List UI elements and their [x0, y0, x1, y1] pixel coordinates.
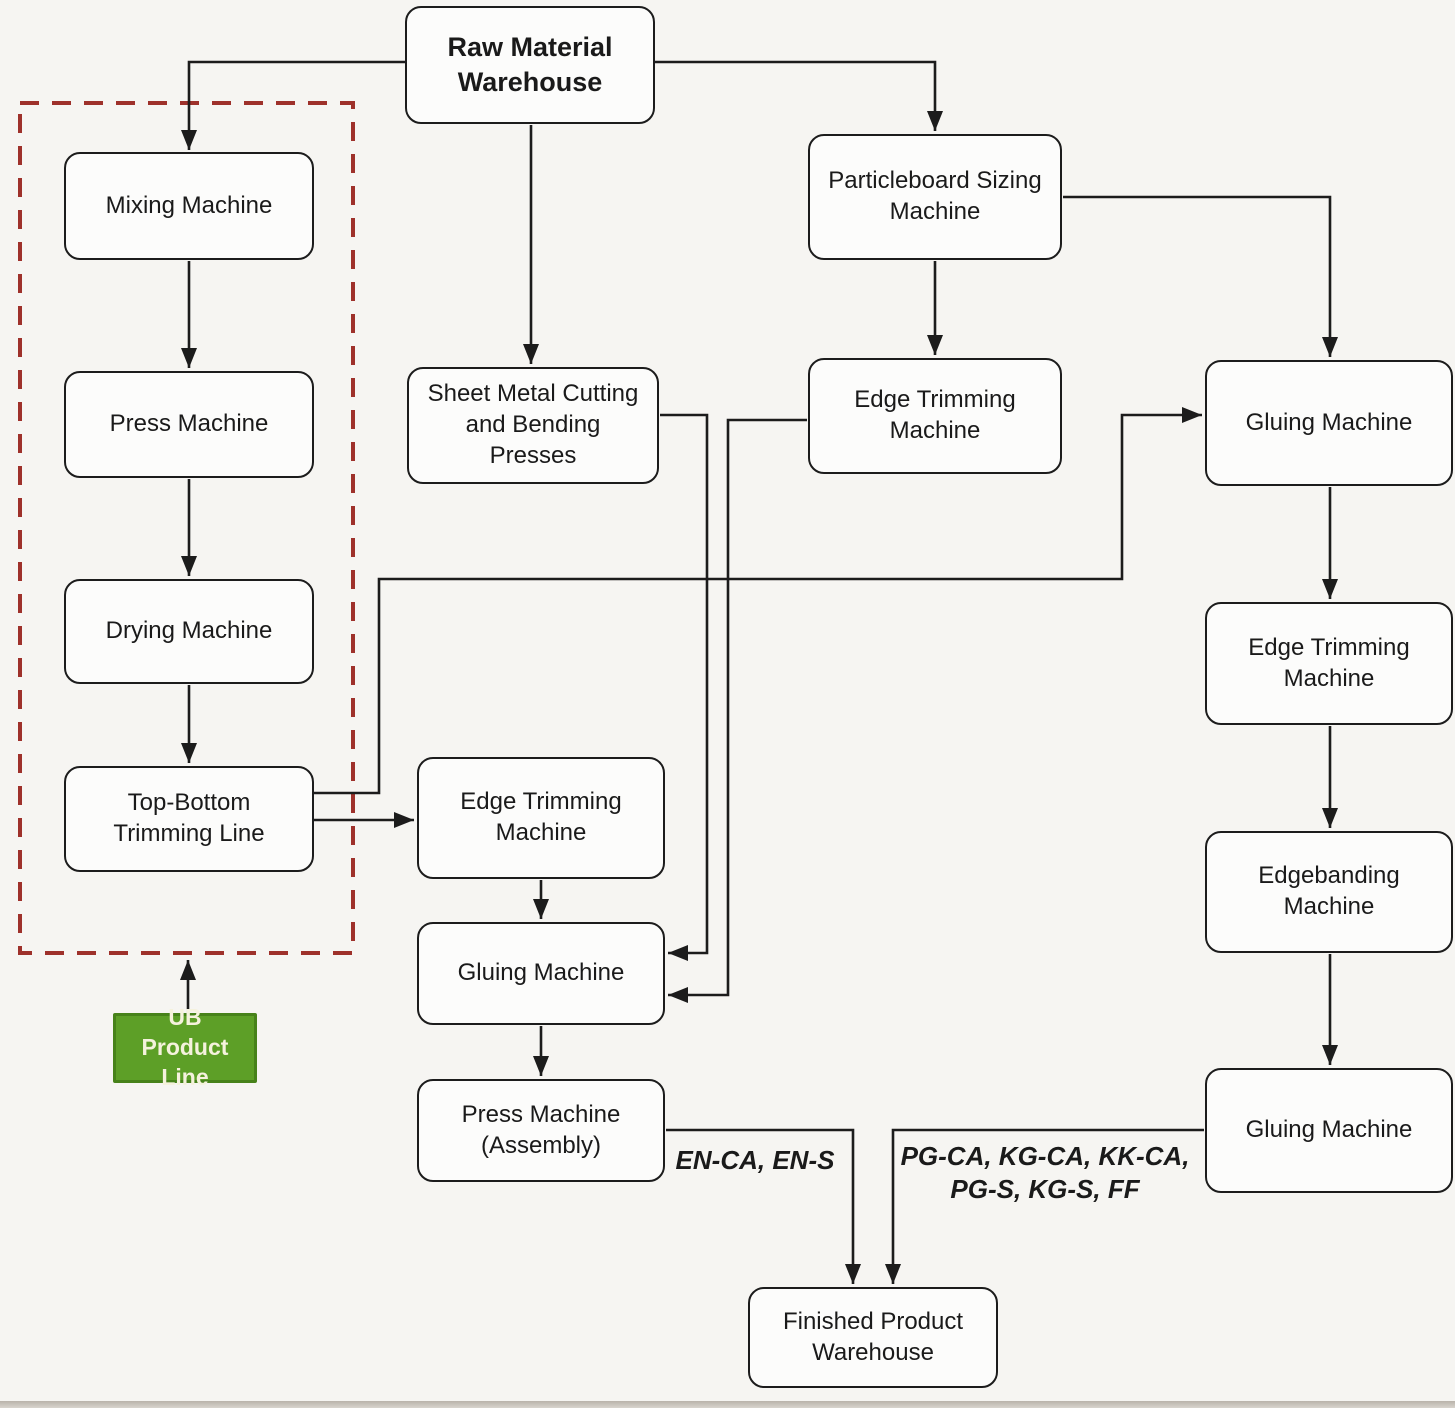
node-edge-trimming-middle: Edge Trimming Machine	[417, 757, 665, 879]
node-gluing-middle: Gluing Machine	[417, 922, 665, 1025]
node-label: Edge Trimming Machine	[1248, 633, 1410, 692]
node-top-bottom-trimming-line: Top-Bottom Trimming Line	[64, 766, 314, 872]
node-ub-product-line: UB Product Line	[113, 1004, 257, 1090]
node-sheet-metal-cutting: Sheet Metal Cutting and Bending Presses	[407, 367, 659, 484]
connector-rmw-to-particleboard	[655, 60, 943, 131]
flow-label-line: PG-CA, KG-CA, KK-CA,	[900, 1141, 1190, 1171]
node-label: Raw Material Warehouse	[447, 32, 613, 97]
node-label: Edge Trimming Machine	[460, 788, 622, 846]
node-label: Mixing Machine	[105, 191, 273, 219]
node-particleboard-sizing: Particleboard Sizing Machine	[808, 134, 1062, 260]
node-raw-material-warehouse: Raw Material Warehouse	[405, 6, 655, 124]
node-label: Gluing Machine	[457, 959, 625, 987]
node-finished-product-warehouse: Finished Product Warehouse	[748, 1287, 998, 1388]
connector-edge-trimming-upper-to-gluing-middle	[668, 418, 807, 1003]
node-drying-machine: Drying Machine	[64, 579, 314, 684]
node-label: Gluing Machine	[1245, 1116, 1413, 1144]
node-label: Gluing Machine	[1245, 408, 1413, 436]
node-label: Drying Machine	[105, 617, 273, 645]
node-label: Top-Bottom Trimming Line	[113, 789, 265, 847]
node-press-machine: Press Machine	[64, 371, 314, 478]
node-label: Edgebanding Machine	[1258, 862, 1400, 920]
node-label: Edge Trimming Machine	[854, 386, 1016, 444]
node-gluing-right-top: Gluing Machine	[1205, 360, 1453, 486]
flow-label-line: PG-S, KG-S, FF	[950, 1173, 1140, 1204]
connector-rmw-to-mixing	[181, 60, 405, 150]
bottom-border	[0, 1401, 1455, 1408]
node-press-machine-assembly: Press Machine (Assembly)	[417, 1079, 665, 1182]
node-label: Finished Product Warehouse	[782, 1307, 964, 1366]
node-label: Press Machine	[109, 410, 269, 438]
node-label: Press Machine (Assembly)	[461, 1100, 621, 1159]
flow-label-pg-products: PG-CA, KG-CA, KK-CA, PG-S, KG-S, FF	[895, 1140, 1195, 1205]
connector-sheet-metal-to-gluing-middle	[660, 413, 709, 961]
node-mixing-machine: Mixing Machine	[64, 152, 314, 260]
node-label: Particleboard Sizing Machine	[828, 167, 1042, 225]
connector-particleboard-to-gluing-right-top	[1063, 195, 1338, 357]
flow-label-en-products: EN-CA, EN-S	[675, 1145, 835, 1175]
node-edge-trimming-right: Edge Trimming Machine	[1205, 602, 1453, 725]
node-edgebanding-machine: Edgebanding Machine	[1205, 831, 1453, 953]
node-gluing-right-bottom: Gluing Machine	[1205, 1068, 1453, 1193]
node-label: Sheet Metal Cutting and Bending Presses	[427, 380, 639, 469]
node-edge-trimming-upper-right: Edge Trimming Machine	[808, 358, 1062, 474]
node-label: UB Product Line	[141, 1004, 229, 1090]
